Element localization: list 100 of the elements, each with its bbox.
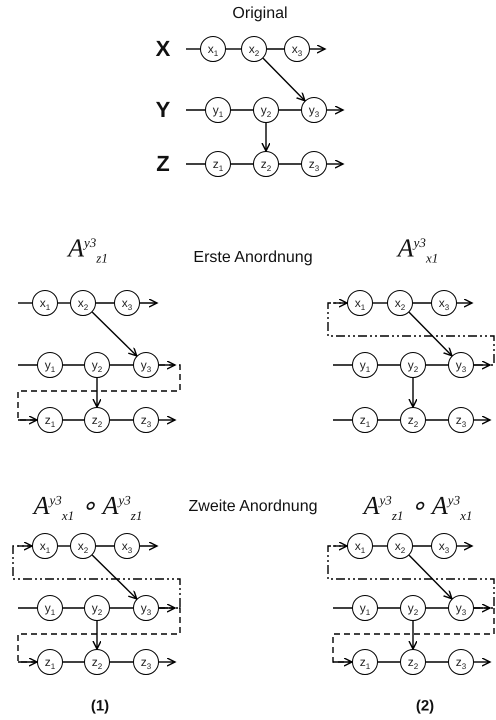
connector-line	[333, 419, 352, 421]
arrow	[12, 541, 181, 609]
state-circle: y$_{3}$	[133, 595, 159, 621]
connector-line	[18, 364, 37, 366]
connector-line	[58, 302, 70, 304]
arrow	[408, 621, 418, 650]
connector-line	[18, 607, 37, 609]
connector-line	[226, 48, 241, 50]
connector-line	[186, 109, 205, 111]
connector-line	[426, 661, 448, 663]
connector-line	[413, 545, 431, 547]
state-circle: y$_{2}$	[400, 352, 426, 378]
connector-line	[378, 364, 400, 366]
connector-line	[110, 661, 133, 663]
arrow	[92, 378, 102, 408]
arrow	[327, 541, 495, 609]
state-circle: z$_{2}$	[400, 649, 426, 675]
state-circle: x$_{3}$	[431, 533, 457, 559]
state-circle: x$_{1}$	[32, 533, 58, 559]
connector-line	[110, 419, 133, 421]
state-circle: x$_{3}$	[284, 36, 310, 62]
arrow	[408, 312, 453, 356]
connector-line	[231, 109, 253, 111]
connector-line	[110, 607, 133, 609]
arrow	[159, 415, 176, 425]
arrow	[140, 298, 158, 308]
row-label: X	[156, 36, 170, 62]
state-circle: z$_{3}$	[301, 151, 327, 177]
state-circle: z$_{1}$	[205, 151, 231, 177]
state-circle: z$_{3}$	[448, 649, 474, 675]
figure-label: (2)	[416, 698, 434, 714]
connector-line	[378, 661, 400, 663]
state-circle: x$_{3}$	[431, 290, 457, 316]
state-circle: z$_{2}$	[84, 407, 110, 433]
arrow	[408, 554, 453, 600]
row-label: Y	[156, 97, 170, 123]
connector-line	[63, 364, 84, 366]
arrow	[327, 105, 344, 115]
state-circle: y$_{1}$	[37, 352, 63, 378]
state-circle: y$_{3}$	[301, 97, 327, 123]
arrow	[310, 44, 326, 54]
connector-line	[279, 109, 301, 111]
state-circle: x$_{2}$	[387, 533, 413, 559]
arrow	[140, 541, 158, 551]
state-circle: y$_{3}$	[448, 595, 474, 621]
section-heading: Zweite Anordnung	[188, 498, 318, 516]
state-circle: z$_{2}$	[84, 649, 110, 675]
state-circle: y$_{2}$	[84, 595, 110, 621]
connector-line	[333, 302, 347, 304]
connector-line	[63, 661, 84, 663]
connector-line	[18, 302, 32, 304]
connector-line	[231, 163, 253, 165]
arrow	[457, 298, 473, 308]
state-circle: z$_{1}$	[37, 407, 63, 433]
connector-line	[58, 545, 70, 547]
state-circle: x$_{2}$	[387, 290, 413, 316]
state-circle: y$_{2}$	[84, 352, 110, 378]
connector-line	[186, 48, 200, 50]
connector-line	[333, 545, 347, 547]
state-circle: x$_{1}$	[32, 290, 58, 316]
state-circle: z$_{1}$	[352, 407, 378, 433]
state-circle: y$_{1}$	[37, 595, 63, 621]
state-circle: y$_{3}$	[133, 352, 159, 378]
arrow	[332, 607, 495, 667]
arrow	[408, 378, 418, 408]
state-circle: z$_{1}$	[37, 649, 63, 675]
state-circle: z$_{2}$	[253, 151, 279, 177]
arrow	[92, 621, 102, 650]
arrow	[474, 657, 491, 667]
state-circle: x$_{2}$	[70, 290, 96, 316]
state-circle: z$_{3}$	[448, 407, 474, 433]
arrow	[261, 123, 271, 152]
state-circle: x$_{3}$	[114, 290, 140, 316]
connector-line	[63, 607, 84, 609]
state-circle: x$_{2}$	[70, 533, 96, 559]
connector-line	[110, 364, 133, 366]
connector-line	[373, 302, 387, 304]
connector-line	[426, 607, 448, 609]
state-circle: x$_{1}$	[347, 290, 373, 316]
state-circle: y$_{1}$	[352, 595, 378, 621]
state-circle: x$_{2}$	[241, 36, 267, 62]
connector-line	[333, 364, 352, 366]
section-heading: Erste Anordnung	[193, 249, 313, 267]
arrow	[92, 554, 138, 600]
connector-line	[63, 419, 84, 421]
connector-line	[186, 163, 205, 165]
connector-line	[413, 302, 431, 304]
state-circle: y$_{3}$	[448, 352, 474, 378]
panel-heading: Original	[232, 5, 288, 23]
arrow	[92, 312, 138, 357]
state-circle: x$_{3}$	[114, 533, 140, 559]
connector-line	[96, 302, 114, 304]
connector-line	[333, 607, 352, 609]
row-label: Z	[156, 151, 170, 177]
connector-line	[378, 607, 400, 609]
arrow	[457, 541, 473, 551]
connector-line	[96, 545, 114, 547]
connector-line	[378, 419, 400, 421]
arrow	[327, 159, 344, 169]
state-circle: x$_{1}$	[200, 36, 226, 62]
